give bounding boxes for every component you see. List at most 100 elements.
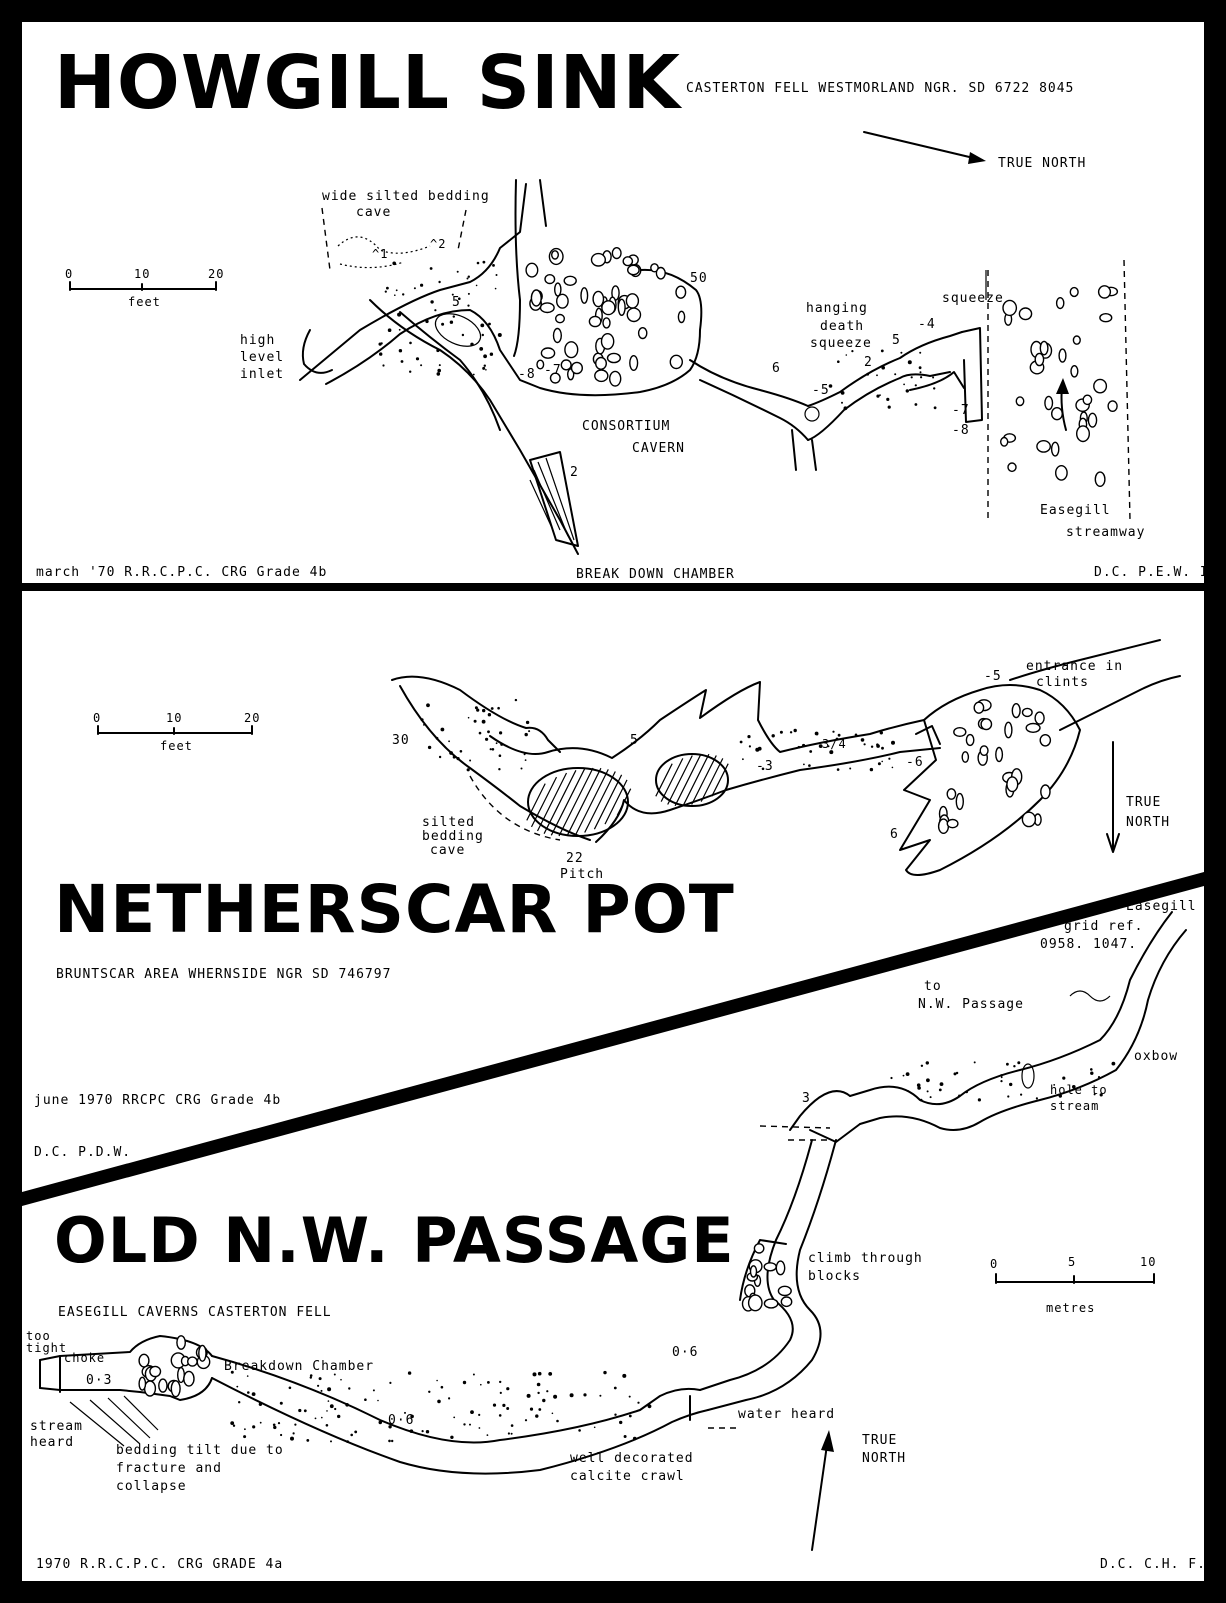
boulder	[149, 1365, 162, 1378]
hatch-line	[593, 774, 623, 830]
howgill-squeeze-label: squeeze	[942, 291, 1004, 306]
sediment-dot	[467, 275, 470, 278]
netherscar-silted-label-1: silted	[422, 815, 475, 830]
sediment-dot	[467, 716, 470, 719]
sediment-dot	[938, 1088, 942, 1092]
sediment-dot	[507, 1432, 510, 1435]
howgill-bedding-label-1: wide silted bedding	[322, 189, 490, 204]
sediment-dot	[436, 348, 440, 353]
oldnw-hole-label-1: hole to	[1050, 1083, 1108, 1097]
sediment-dot	[977, 1098, 982, 1102]
sediment-dot	[628, 1395, 631, 1398]
sediment-dot	[793, 728, 797, 733]
sediment-dot	[1072, 1085, 1076, 1089]
netherscar-boulders	[937, 699, 1052, 835]
boulder	[1018, 307, 1033, 321]
sediment-dot	[456, 757, 460, 761]
boulder	[183, 1370, 195, 1387]
boulder	[525, 262, 539, 278]
sediment-dot	[907, 1090, 909, 1092]
boulder	[600, 332, 615, 350]
sediment-dot	[354, 1430, 358, 1434]
sediment-dot	[926, 1078, 930, 1083]
sediment-dot	[340, 1378, 342, 1381]
boulder	[1039, 340, 1049, 356]
sediment-dot	[879, 394, 881, 396]
netherscar-dots	[420, 698, 895, 772]
oldnw-stream-label-2: heard	[30, 1435, 74, 1450]
sediment-dot	[863, 743, 866, 746]
boulder	[1044, 395, 1054, 411]
sediment-dot	[438, 280, 441, 284]
sediment-dot	[495, 274, 498, 276]
sediment-dot	[578, 1429, 581, 1432]
oldnw-calcite-label-1: well decorated	[570, 1451, 694, 1466]
boulder	[186, 1356, 198, 1367]
sediment-dot	[482, 708, 486, 713]
sediment-dot	[1017, 1061, 1021, 1065]
howgill-depth: 2	[864, 355, 873, 370]
sediment-dot	[440, 727, 445, 732]
boulder	[1075, 425, 1090, 443]
sediment-dot	[438, 755, 442, 759]
howgill-hanging-label-3: squeeze	[810, 336, 872, 351]
oldnw-choke-label: choke	[64, 1351, 105, 1365]
boulder	[570, 361, 584, 375]
sediment-dot	[933, 387, 936, 390]
sediment-dot	[881, 746, 884, 750]
netherscar-panel: 0 10 20 feet entrance in	[34, 639, 1181, 1160]
sediment-dot	[536, 1382, 541, 1387]
sediment-dot	[379, 352, 383, 356]
sediment-dot	[436, 372, 441, 376]
hatch-line	[543, 770, 577, 834]
sediment-dot	[474, 706, 478, 710]
boulder	[669, 354, 683, 370]
sediment-dot	[497, 333, 502, 337]
oldnw-gridref-label-2: 0958. 1047.	[1040, 937, 1137, 952]
sediment-dot	[277, 1422, 281, 1425]
sediment-dot	[1090, 1071, 1094, 1075]
boulder	[1002, 299, 1018, 317]
sediment-dot	[469, 1423, 471, 1426]
hatch-line	[530, 776, 558, 828]
boulder	[138, 1353, 150, 1368]
boulder	[1072, 335, 1081, 345]
sediment-dot	[797, 745, 801, 749]
howgill-inlet-label-3: inlet	[240, 367, 284, 382]
sediment-dot	[440, 1385, 444, 1389]
sediment-dot	[506, 1407, 510, 1410]
sediment-dot	[623, 1435, 627, 1438]
netherscar-scale-0: 0	[93, 711, 101, 725]
sediment-dot	[854, 733, 858, 737]
sediment-dot	[325, 1424, 329, 1427]
sediment-dot	[398, 328, 401, 331]
sediment-dot	[329, 1404, 334, 1409]
boulder	[555, 313, 566, 324]
howgill-title: HOWGILL SINK	[54, 40, 683, 126]
netherscar-depth: -6	[906, 755, 924, 770]
hatch-line	[566, 767, 602, 837]
sediment-dot	[841, 401, 843, 404]
sediment-dot	[421, 1430, 424, 1433]
sediment-dot	[837, 360, 840, 364]
sediment-dot	[916, 1083, 921, 1087]
boulder	[530, 289, 542, 307]
sediment-dot	[404, 1411, 406, 1414]
oldnw-gridref-label-1: grid ref.	[1064, 919, 1143, 934]
boulder	[1097, 285, 1112, 299]
sediment-dot	[1007, 1095, 1010, 1098]
boulder	[1093, 378, 1108, 394]
netherscar-shaft-2	[655, 753, 729, 807]
sediment-dot	[1062, 1076, 1066, 1080]
sediment-dot	[292, 1432, 295, 1435]
sediment-dot	[965, 1090, 968, 1094]
boulder	[995, 746, 1004, 763]
sediment-dot	[472, 1373, 475, 1376]
netherscar-pitch-label: Pitch	[560, 867, 604, 882]
sediment-dot	[739, 740, 743, 744]
sediment-dot	[243, 1435, 247, 1439]
sediment-dot	[486, 1434, 489, 1436]
sediment-dot	[1035, 1097, 1038, 1100]
sediment-dot	[337, 1414, 341, 1419]
sediment-dot	[1000, 1076, 1003, 1079]
